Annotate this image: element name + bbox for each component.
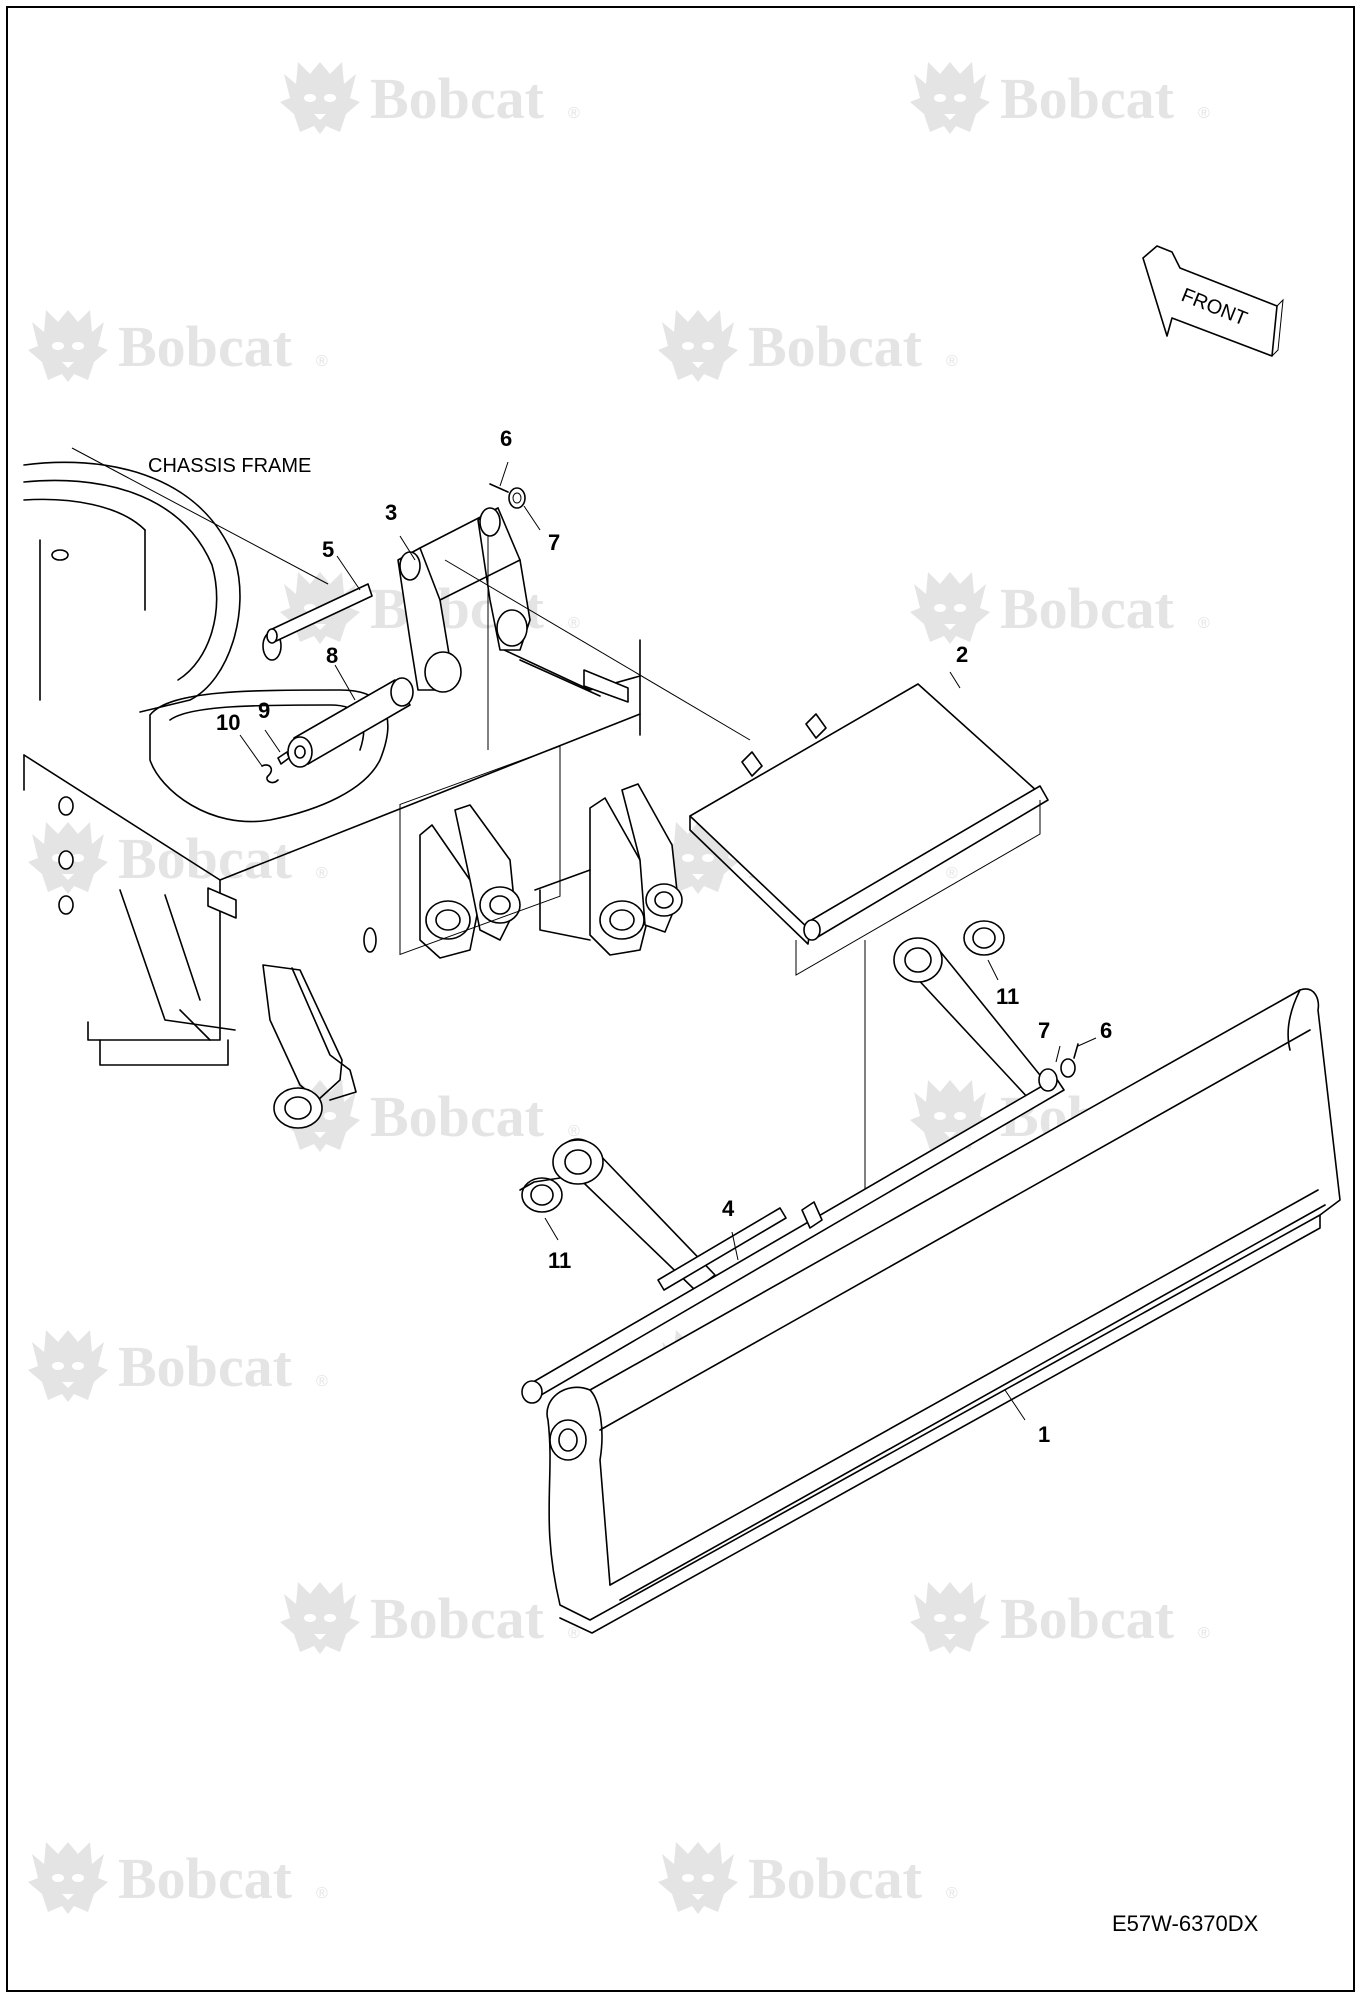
chassis-frame-label: CHASSIS FRAME bbox=[148, 455, 311, 477]
watermark-brand-text: Bobcat bbox=[118, 826, 293, 891]
pivot-bracket-assembly bbox=[239, 461, 751, 784]
watermark-logo: Bobcat ® bbox=[280, 1080, 580, 1152]
watermark-logo: Bobcat ® bbox=[280, 1582, 580, 1654]
watermark-brand-text: Bobcat bbox=[370, 1586, 545, 1651]
cover-plate bbox=[689, 671, 1049, 976]
watermark-registered-mark: ® bbox=[1198, 1625, 1210, 1642]
watermark-brand-text: Bobcat bbox=[370, 66, 545, 131]
bobcat-head-icon bbox=[658, 310, 738, 382]
callout-part-8: 8 bbox=[326, 643, 338, 668]
callout-part-11-left: 11 bbox=[548, 1248, 571, 1273]
watermark-logo: Bobcat ® bbox=[28, 1842, 328, 1914]
watermark-brand-text: Bobcat bbox=[118, 1846, 293, 1911]
callout-part-5: 5 bbox=[322, 537, 334, 562]
watermark-brand-text: Bobcat bbox=[118, 1334, 293, 1399]
watermark-brand-text: Bobcat bbox=[748, 314, 923, 379]
callout-part-6-top: 6 bbox=[500, 426, 512, 451]
front-arrow: FRONT bbox=[1142, 245, 1284, 357]
callout-part-3: 3 bbox=[385, 500, 397, 525]
drawing-id: E57W-6370DX bbox=[1112, 1911, 1259, 1936]
watermark-logo: Bobcat ® bbox=[910, 572, 1210, 644]
watermark-brand-text: Bobcat bbox=[1000, 1586, 1175, 1651]
watermark-logo: Bobcat ® bbox=[280, 62, 580, 134]
bobcat-head-icon bbox=[280, 62, 360, 134]
watermark-logo: Bobcat ® bbox=[28, 310, 328, 382]
bobcat-head-icon bbox=[658, 1842, 738, 1914]
chassis-frame: CHASSIS FRAME bbox=[23, 447, 683, 1129]
watermark-logo: Bobcat ® bbox=[658, 310, 958, 382]
bobcat-head-icon bbox=[28, 1842, 108, 1914]
watermark-registered-mark: ® bbox=[568, 1123, 580, 1140]
watermark-logo: Bobcat ® bbox=[910, 1582, 1210, 1654]
dozer-blade bbox=[519, 920, 1341, 1634]
watermark-brand-text: Bobcat bbox=[1000, 576, 1175, 641]
watermark-registered-mark: ® bbox=[316, 353, 328, 370]
bobcat-head-icon bbox=[910, 1582, 990, 1654]
watermark-registered-mark: ® bbox=[568, 615, 580, 632]
bobcat-head-icon bbox=[28, 1330, 108, 1402]
watermark-logo: Bobcat ® bbox=[658, 1842, 958, 1914]
bobcat-head-icon bbox=[910, 572, 990, 644]
watermark-registered-mark: ® bbox=[946, 353, 958, 370]
callout-part-11-right: 11 bbox=[996, 984, 1019, 1009]
callout-labels: 1 2 3 4 5 6 6 7 7 8 9 10 11 11 bbox=[216, 426, 1112, 1447]
watermark-registered-mark: ® bbox=[316, 865, 328, 882]
watermark-logo: Bobcat ® bbox=[910, 62, 1210, 134]
callout-part-1: 1 bbox=[1038, 1422, 1050, 1447]
callout-part-6-right: 6 bbox=[1100, 1018, 1112, 1043]
watermark-registered-mark: ® bbox=[1198, 105, 1210, 122]
watermark-brand-text: Bobcat bbox=[370, 1084, 545, 1149]
watermark-logo: Bobcat ® bbox=[28, 822, 328, 894]
watermark-brand-text: Bobcat bbox=[118, 314, 293, 379]
watermark-registered-mark: ® bbox=[568, 105, 580, 122]
drawing-frame bbox=[6, 6, 1355, 1992]
watermark-registered-mark: ® bbox=[316, 1373, 328, 1390]
callout-part-7-top: 7 bbox=[548, 530, 560, 555]
callout-part-7-right: 7 bbox=[1038, 1018, 1050, 1043]
watermark-layer: Bobcat®Bobcat®Bobcat®Bobcat®Bobcat®Bobca… bbox=[28, 62, 1210, 1914]
watermark-brand-text: Bobcat bbox=[748, 1846, 923, 1911]
callout-part-4: 4 bbox=[722, 1196, 735, 1221]
watermark-registered-mark: ® bbox=[1198, 615, 1210, 632]
bobcat-head-icon bbox=[910, 62, 990, 134]
bobcat-head-icon bbox=[28, 310, 108, 382]
watermark-registered-mark: ® bbox=[568, 1625, 580, 1642]
bobcat-head-icon bbox=[280, 1582, 360, 1654]
callout-part-10: 10 bbox=[216, 710, 240, 735]
watermark-logo: Bobcat ® bbox=[28, 1330, 328, 1402]
watermark-registered-mark: ® bbox=[946, 1885, 958, 1902]
watermark-brand-text: Bobcat bbox=[1000, 66, 1175, 131]
watermark-registered-mark: ® bbox=[316, 1885, 328, 1902]
callout-part-2: 2 bbox=[956, 642, 968, 667]
watermark-registered-mark: ® bbox=[946, 865, 958, 882]
callout-part-9: 9 bbox=[258, 698, 270, 723]
